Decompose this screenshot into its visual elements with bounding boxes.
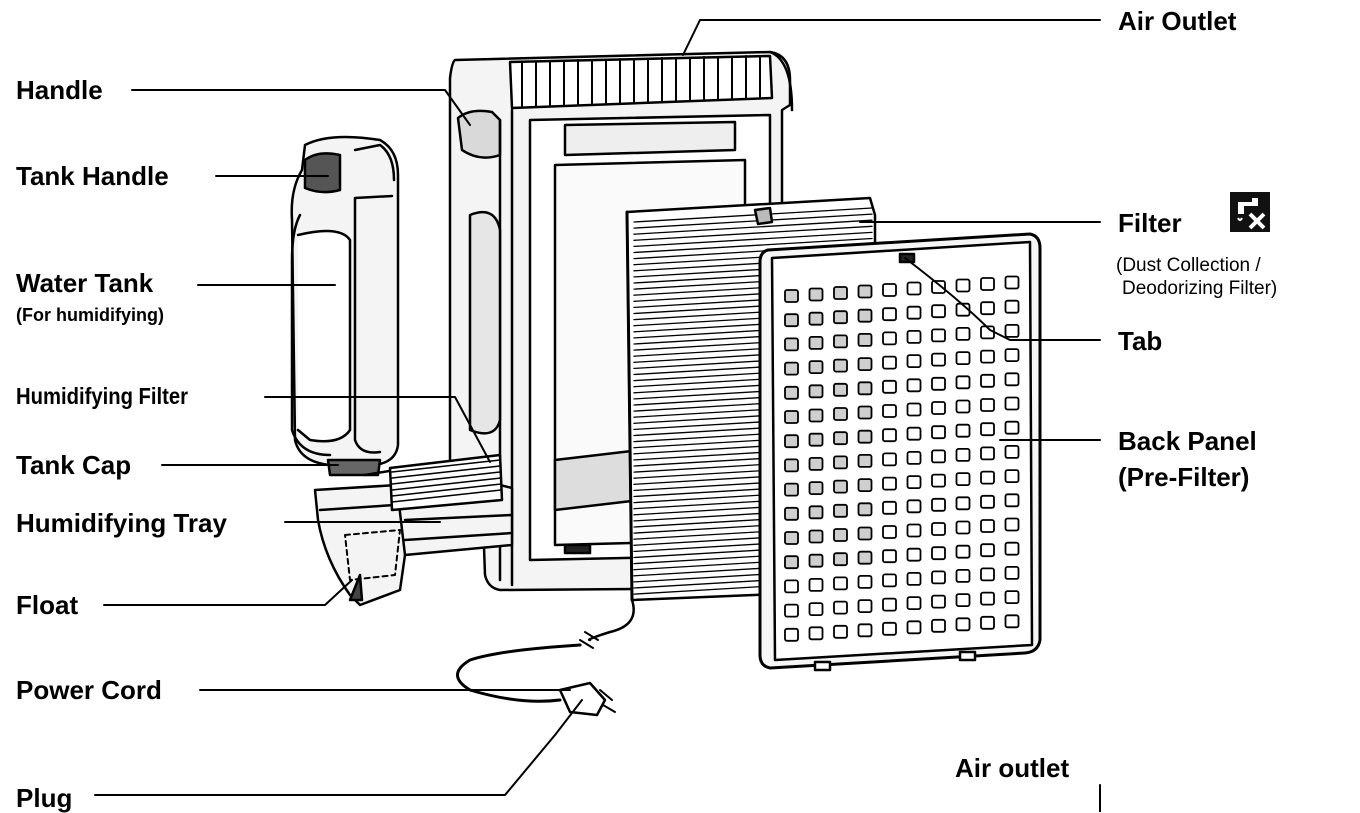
label-tab: Tab (1118, 326, 1163, 356)
humidifying-tray (313, 448, 642, 607)
power-cord (456, 598, 635, 717)
label-back-panel-line1: Back Panel (1118, 426, 1257, 456)
water-tank (290, 135, 400, 477)
label-water-tank-note: (For humidifying) (16, 305, 164, 325)
back-panel (758, 232, 1042, 672)
label-air-outlet-top: Air Outlet (1118, 6, 1237, 36)
label-humidifying-tray: Humidifying Tray (16, 508, 227, 538)
label-filter-note-line2: Deodorizing Filter) (1122, 278, 1278, 299)
label-handle: Handle (16, 75, 103, 105)
no-water-faucet-icon (1230, 192, 1270, 232)
label-plug: Plug (16, 783, 73, 813)
label-water-tank: Water Tank (16, 268, 154, 298)
label-back-panel-line2: (Pre-Filter) (1118, 462, 1250, 492)
label-filter-note-line1: (Dust Collection / (1116, 255, 1261, 276)
leader-lines (94, 19, 1101, 812)
label-air-outlet-bottom: Air outlet (955, 753, 1070, 783)
label-float: Float (16, 590, 79, 620)
label-humidifying-filter: Humidifying Filter (16, 383, 189, 409)
label-tank-cap: Tank Cap (16, 450, 132, 480)
label-filter: Filter (1118, 208, 1182, 238)
label-tank-handle: Tank Handle (16, 161, 169, 191)
label-power-cord: Power Cord (16, 675, 162, 705)
